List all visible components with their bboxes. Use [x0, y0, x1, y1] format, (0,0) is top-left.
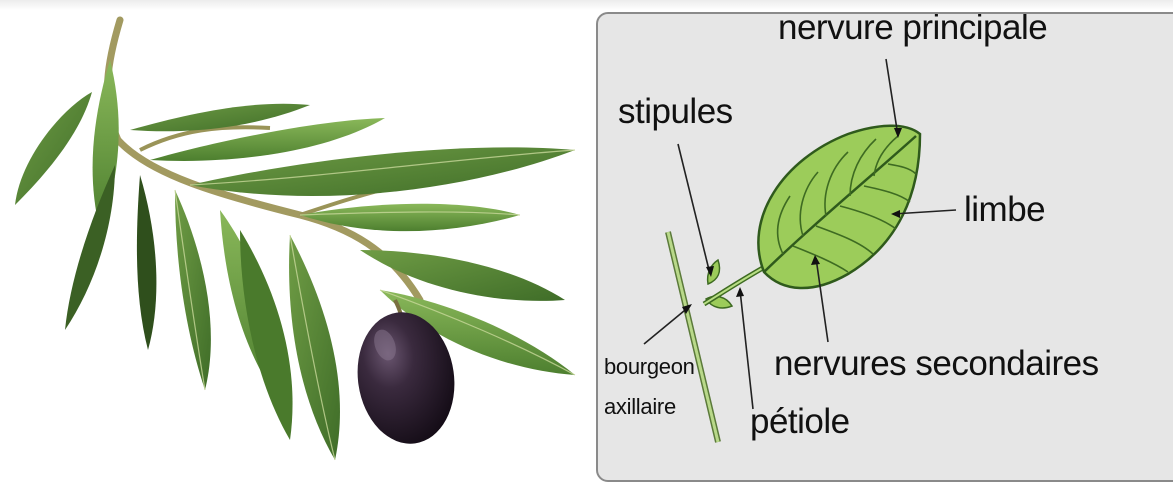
- olive-branch-illustration: [0, 0, 590, 468]
- label-bourgeon: bourgeon: [604, 354, 695, 380]
- pointer-nervure-principale: [886, 59, 898, 136]
- leaf-diagram-panel: nervure principale stipules limbe nervur…: [596, 12, 1173, 482]
- leaf-3: [130, 104, 310, 132]
- leaf-11: [175, 190, 211, 390]
- label-stipules: stipules: [618, 92, 733, 132]
- label-nervures-secondaires: nervures secondaires: [774, 344, 1099, 384]
- label-nervure-principale: nervure principale: [778, 12, 1047, 48]
- leaf-diagram: [598, 14, 1173, 482]
- image-canvas: nervure principale stipules limbe nervur…: [0, 0, 1173, 468]
- pointer-bourgeon: [644, 306, 690, 344]
- pointer-stipules: [678, 144, 710, 274]
- olive-branch-photo: [0, 0, 590, 468]
- leaf-blade: [758, 126, 920, 288]
- leaf-13: [289, 235, 340, 460]
- label-axillaire: axillaire: [604, 394, 676, 420]
- leaf-10: [137, 175, 157, 350]
- label-limbe: limbe: [964, 190, 1045, 230]
- leaf-1: [15, 92, 92, 205]
- label-petiole: pétiole: [750, 402, 850, 442]
- pointer-petiole: [740, 290, 753, 409]
- leaf-9: [65, 165, 115, 330]
